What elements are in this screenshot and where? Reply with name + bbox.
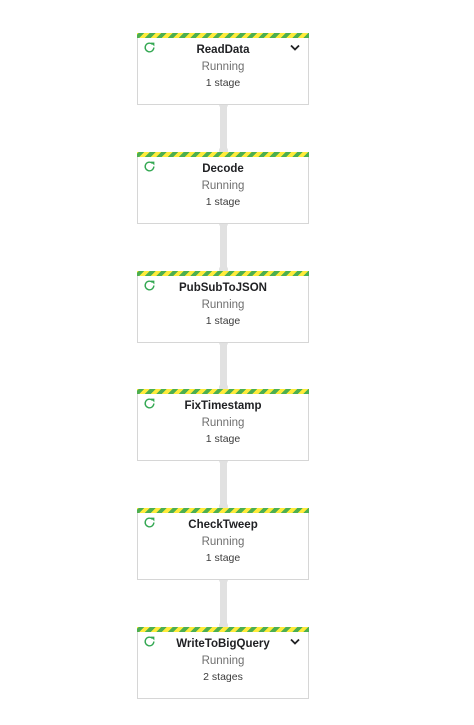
step-name: FixTimestamp [184, 400, 262, 412]
running-refresh-icon [144, 636, 155, 647]
running-stripe [137, 271, 309, 276]
step-status: Running [201, 61, 245, 73]
running-stripe [137, 508, 309, 513]
edge-connector [219, 100, 228, 155]
running-stripe [137, 152, 309, 157]
chevron-down-icon[interactable] [290, 44, 300, 52]
running-refresh-icon [144, 280, 155, 291]
step-stage-count: 1 stage [205, 552, 241, 564]
step-node-fixtimestamp[interactable]: FixTimestamp Running 1 stage [137, 389, 309, 461]
step-status: Running [201, 536, 245, 548]
running-stripe [137, 389, 309, 394]
step-name: Decode [202, 163, 244, 175]
running-refresh-icon [144, 517, 155, 528]
step-node-writetobigquery[interactable]: WriteToBigQuery Running 2 stages [137, 627, 309, 699]
step-node-decode[interactable]: Decode Running 1 stage [137, 152, 309, 224]
edge-connector [219, 219, 228, 274]
running-stripe [137, 33, 309, 38]
step-name: WriteToBigQuery [176, 638, 270, 650]
step-status: Running [201, 299, 245, 311]
running-stripe [137, 627, 309, 632]
step-stage-count: 1 stage [205, 77, 241, 89]
running-refresh-icon [144, 42, 155, 53]
step-name: CheckTweep [188, 519, 258, 531]
step-name: PubSubToJSON [179, 282, 267, 294]
step-node-pubsubtojson[interactable]: PubSubToJSON Running 1 stage [137, 271, 309, 343]
step-name: ReadData [196, 44, 250, 56]
step-status: Running [201, 180, 245, 192]
step-stage-count: 1 stage [205, 433, 241, 445]
step-node-readdata[interactable]: ReadData Running 1 stage [137, 33, 309, 105]
edge-connector [219, 338, 228, 392]
edge-connector [219, 575, 228, 630]
step-node-checktweep[interactable]: CheckTweep Running 1 stage [137, 508, 309, 580]
running-refresh-icon [144, 161, 155, 172]
step-stage-count: 1 stage [205, 315, 241, 327]
step-status: Running [201, 417, 245, 429]
edge-connector [219, 456, 228, 511]
step-stage-count: 2 stages [203, 671, 243, 683]
chevron-down-icon[interactable] [290, 638, 300, 646]
step-status: Running [201, 655, 245, 667]
step-stage-count: 1 stage [205, 196, 241, 208]
running-refresh-icon [144, 398, 155, 409]
